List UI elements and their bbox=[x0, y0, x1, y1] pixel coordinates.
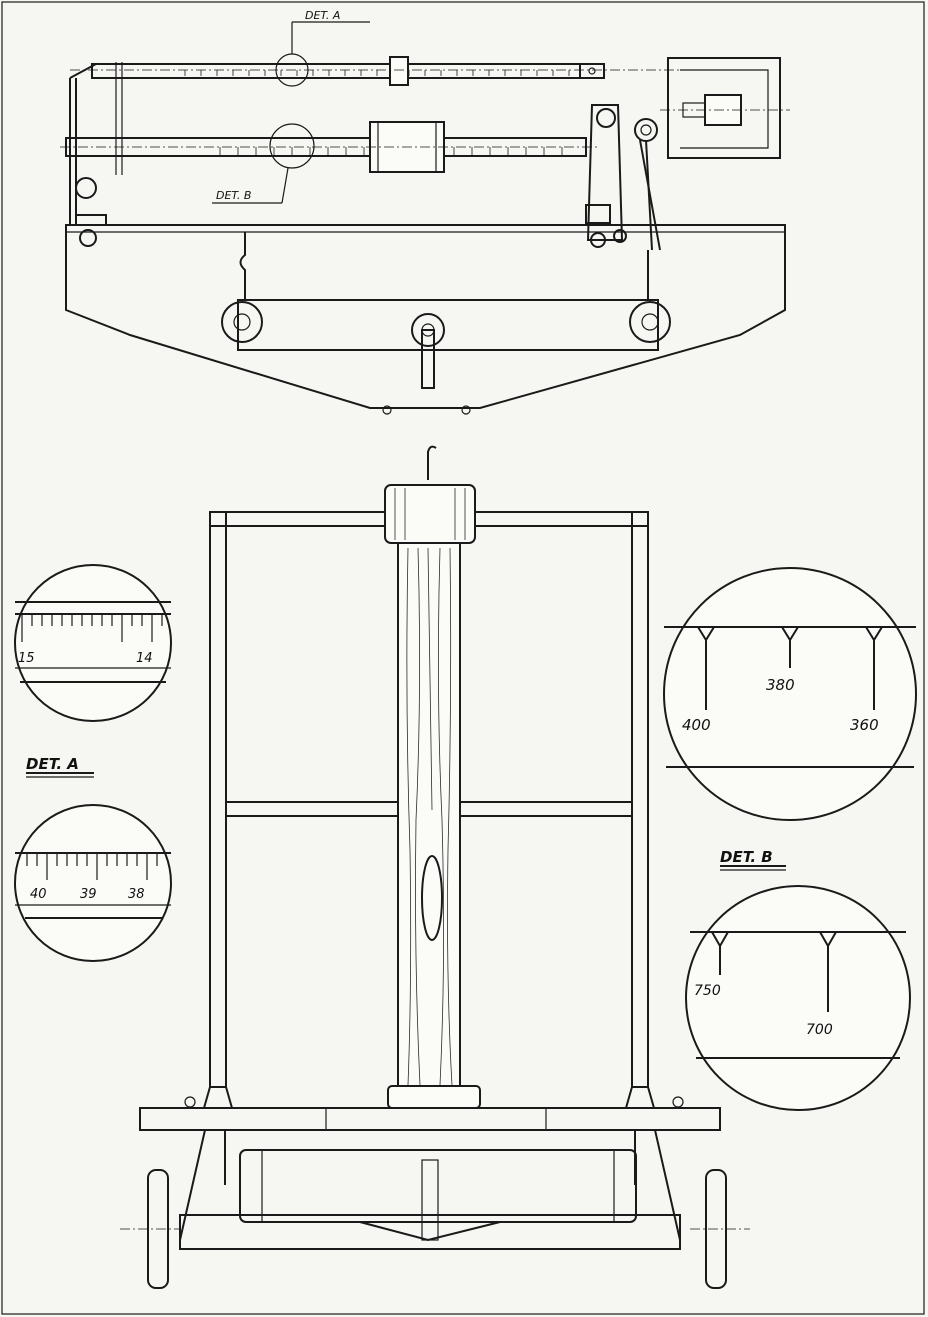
lever-wheel-right bbox=[629, 301, 671, 343]
det-b-num-700: 700 bbox=[806, 1022, 833, 1038]
beam-assembly-top-view: DET. A DET. B bbox=[60, 9, 790, 415]
det-a-num-14: 14 bbox=[136, 651, 153, 666]
column-cap bbox=[384, 484, 476, 544]
frame-left-post bbox=[209, 511, 227, 1088]
detail-b-lower-circle bbox=[685, 885, 911, 1111]
wood-grain bbox=[406, 547, 453, 1086]
det-a-title: DET. A bbox=[26, 755, 79, 773]
det-a-num-15: 15 bbox=[18, 651, 35, 666]
det-b-num-380: 380 bbox=[766, 676, 795, 694]
lever-trough bbox=[65, 224, 786, 409]
column-cart-front-view bbox=[120, 445, 750, 1289]
det-b-title: DET. B bbox=[720, 848, 773, 866]
det-a-callout-label: DET. A bbox=[305, 9, 340, 22]
det-b-num-360: 360 bbox=[850, 716, 879, 734]
det-b-num-400: 400 bbox=[682, 716, 711, 734]
detail-b: 400 380 360 DET. B 750 700 bbox=[663, 567, 917, 1111]
base-platform bbox=[139, 1107, 721, 1131]
det-a-num-39: 39 bbox=[80, 887, 97, 902]
detail-a-lower-circle bbox=[14, 804, 172, 962]
pivot-housing bbox=[586, 104, 624, 241]
lever-bar bbox=[237, 299, 659, 351]
detail-a-upper-circle bbox=[14, 564, 172, 722]
left-bolt bbox=[79, 229, 97, 247]
upper-sliding-poise bbox=[389, 56, 409, 86]
det-a-num-38: 38 bbox=[128, 887, 145, 902]
column-knot bbox=[421, 855, 443, 941]
hook bbox=[427, 445, 437, 480]
detail-b-upper-circle bbox=[663, 567, 917, 821]
counterweight-frame bbox=[667, 57, 781, 159]
left-pivot-ring bbox=[75, 177, 97, 199]
det-b-callout-label: DET. B bbox=[216, 189, 251, 202]
upper-beam-end bbox=[579, 63, 605, 79]
det-b-num-750: 750 bbox=[694, 983, 721, 999]
lever-center-pivot bbox=[411, 313, 445, 347]
pivot-ring bbox=[634, 118, 658, 142]
det-b-callout bbox=[269, 123, 315, 169]
column-base bbox=[387, 1085, 481, 1109]
lever-wheel-left bbox=[221, 301, 263, 343]
detail-a: 15 14 DET. A 40 39 38 bbox=[14, 564, 172, 962]
upper-beam-ticks bbox=[184, 70, 570, 76]
det-a-num-40: 40 bbox=[30, 887, 47, 902]
upper-beam bbox=[91, 63, 581, 79]
cart-base bbox=[179, 1214, 681, 1250]
frame-right-post bbox=[631, 511, 649, 1088]
